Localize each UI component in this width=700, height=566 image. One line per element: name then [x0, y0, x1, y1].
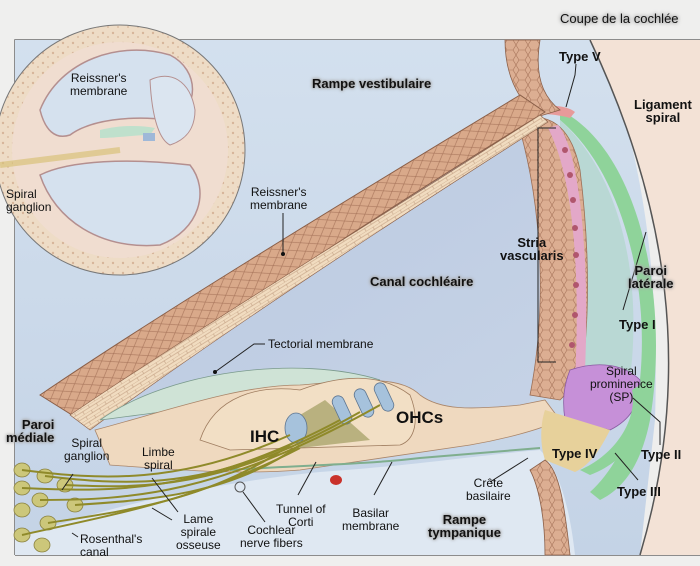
label-ihc: IHC	[250, 427, 280, 446]
leader-dot-tectorial	[213, 370, 217, 374]
lateral-bone	[590, 40, 700, 555]
label-rampe-tympanique: Rampe tympanique	[428, 512, 501, 540]
spiral-ligament-outer	[560, 110, 656, 500]
leader-lame-spirale-2	[151, 507, 173, 521]
leader-tectorial	[214, 343, 265, 373]
lower-bone-limb	[529, 459, 571, 556]
label-crete-basilaire: Crête basilaire	[466, 476, 511, 503]
label-cochlear-nerve-fibers: Cochlear nerve fibers	[240, 523, 303, 550]
leader-dot-reissner	[281, 252, 285, 256]
label-paroi-mediale: Paroi médiale	[6, 417, 55, 445]
label-reissner-membrane: Reissner's membrane	[250, 185, 308, 212]
upper-bone-limb	[504, 39, 561, 117]
leader-type-iii	[614, 452, 639, 481]
leader-type-v	[565, 63, 577, 108]
inset-label-reissner-membrane: Reissner's membrane	[70, 71, 128, 98]
label-tectorial-membrane: Tectorial membrane	[268, 337, 374, 351]
label-rampe-vestibulaire: Rampe vestibulaire	[312, 76, 432, 91]
label-type-i: Type I	[619, 317, 656, 332]
scala-media	[110, 120, 545, 420]
tunnel-of-corti	[300, 400, 370, 448]
leader-ligament-spiral	[622, 231, 647, 311]
type-iii-band	[580, 385, 645, 475]
leader-tunnel-corti	[297, 461, 317, 496]
label-canal-cochleaire: Canal cochléaire	[370, 274, 474, 289]
leader-stria-vascularis	[537, 127, 556, 363]
inset-label-spiral-ganglion: Spiral ganglion	[6, 187, 52, 214]
leader-spiral-ganglion	[61, 473, 74, 491]
habenula	[234, 481, 246, 493]
label-type-ii: Type II	[641, 447, 682, 462]
label-stria-vascularis: Stria vascularis	[500, 235, 564, 263]
label-basilar-membrane: Basilar membrane	[342, 506, 400, 533]
label-ligament-spiral: Ligament spiral	[634, 97, 692, 125]
leader-cochlear-fibers	[242, 491, 266, 523]
label-type-iv: Type IV	[552, 446, 598, 461]
label-type-v: Type V	[559, 49, 601, 64]
stria-vascularis	[548, 125, 587, 380]
label-spiral-prominence: Spiral prominence (SP)	[590, 364, 653, 404]
cochlear-nerve-fibers	[21, 404, 381, 536]
scala-tympani	[15, 450, 575, 555]
inset-cochlea-cross-section	[0, 24, 246, 276]
leader-basilar	[373, 461, 393, 496]
diagram-title: Coupe de la cochlée	[560, 11, 679, 26]
leader-lame-spirale-1	[151, 477, 179, 513]
label-type-iii: Type III	[617, 484, 661, 499]
leader-type-ii	[632, 397, 661, 445]
type-iv-region	[541, 410, 610, 472]
stria-vessels	[562, 147, 579, 348]
leader-crete-basilaire	[489, 457, 529, 483]
label-paroi-laterale: Paroi latérale	[628, 263, 674, 291]
label-ohcs: OHCs	[396, 408, 444, 427]
label-limbe-spiral: Limbe spiral	[142, 445, 175, 472]
label-lame-spirale-osseuse: Lame spirale osseuse	[176, 512, 221, 552]
blood-vessel	[330, 475, 342, 485]
label-spiral-ganglion: Spiral ganglion	[64, 436, 110, 463]
label-rosenthals-canal: Rosenthal's canal	[80, 532, 143, 559]
label-tunnel-of-corti: Tunnel of Corti	[276, 502, 326, 529]
leader-rosenthal	[71, 532, 79, 538]
